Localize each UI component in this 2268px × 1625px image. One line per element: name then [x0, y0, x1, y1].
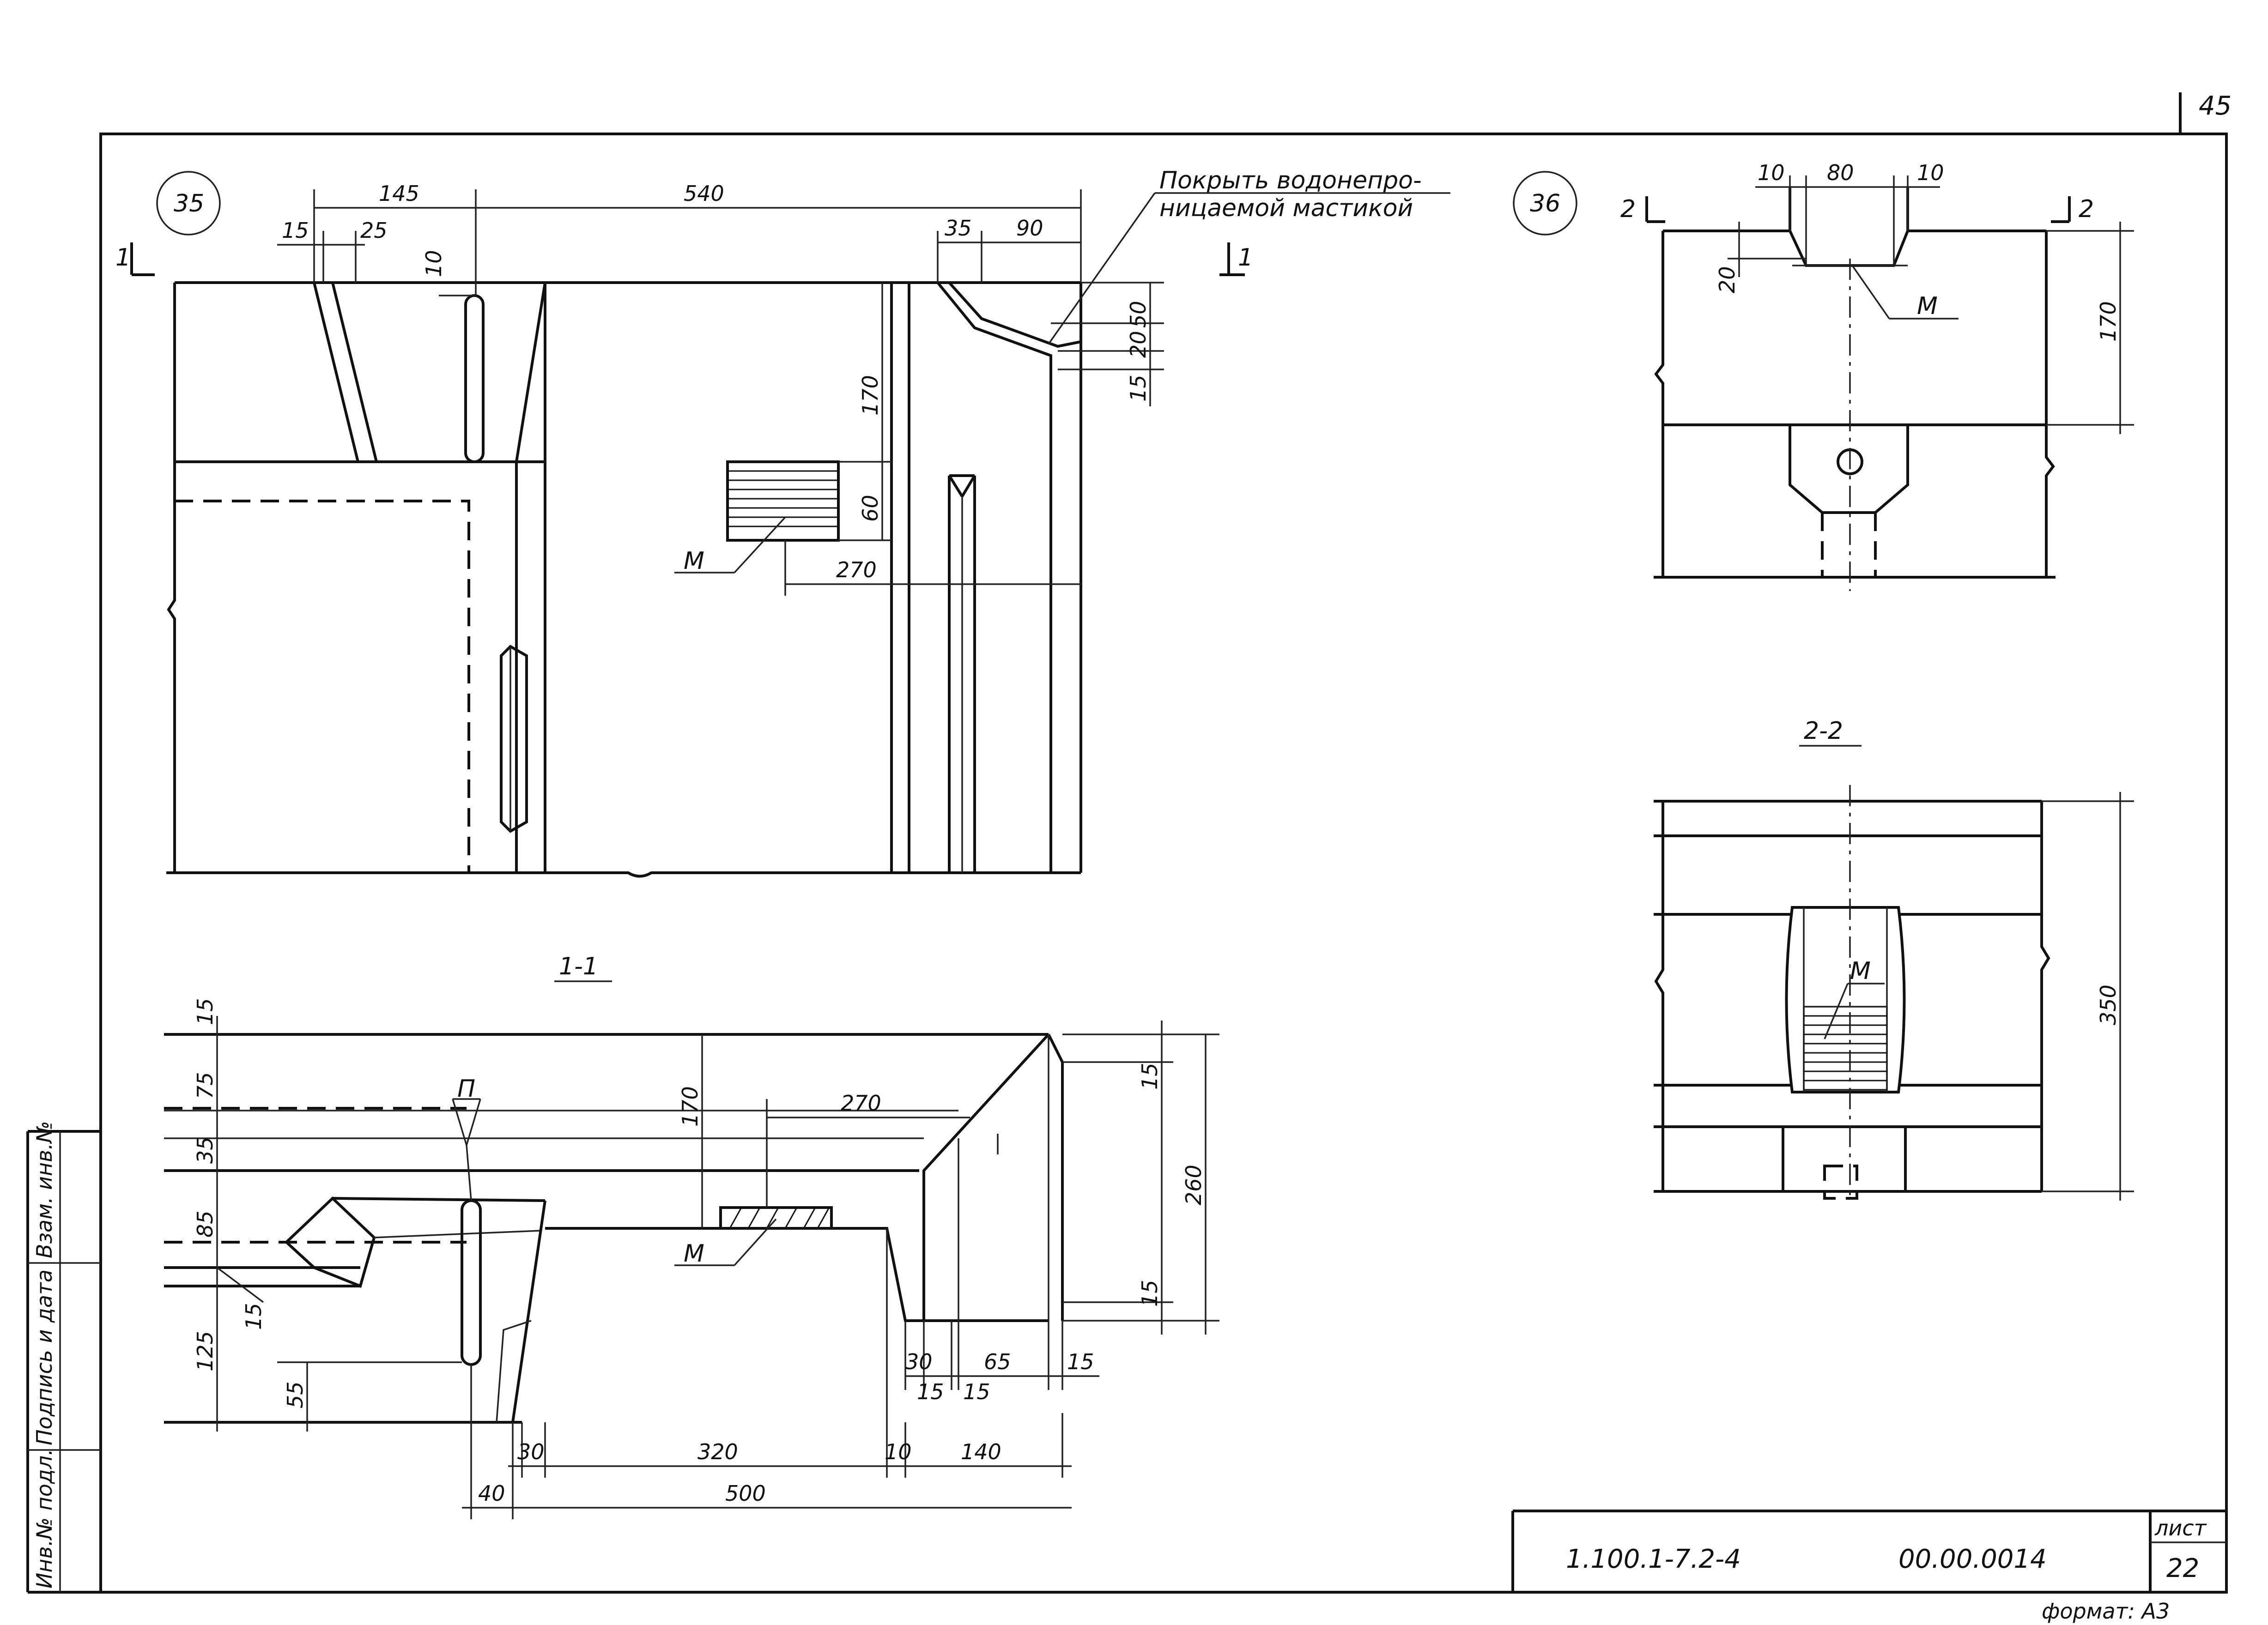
mark-m-section11: М: [684, 1240, 704, 1268]
section-1-1-view: 1-1 П: [164, 953, 1219, 1519]
node-35-view: 35 1 1: [115, 167, 1450, 878]
dim-35: 35: [945, 216, 972, 241]
dim-11-55: 55: [283, 1381, 308, 1408]
dim-11-15-g: 15: [1067, 1349, 1094, 1374]
node-36-circle: [1513, 171, 1577, 236]
section-2-2-title: 2-2: [1804, 717, 1843, 745]
dim-36-20: 20: [1715, 266, 1740, 293]
dim-20-a: 20: [1126, 331, 1151, 358]
dim-22-350: 350: [2096, 985, 2121, 1025]
dim-10-a: 10: [421, 250, 446, 277]
section-2-2-view: 2-2: [1654, 717, 2134, 1201]
dim-15-a: 15: [282, 218, 309, 243]
mark-m-node35: М: [684, 547, 704, 575]
stamp-replaces-inv: Взам. инв.№: [32, 1121, 57, 1258]
cut-2-right-label: 2: [2079, 195, 2094, 223]
mark-m-node36: М: [1917, 292, 1938, 320]
doc-code: 1.100.1-7.2-4: [1566, 1544, 1741, 1574]
dim-11-15-d: 15: [1137, 1280, 1162, 1307]
mark-m-section22: М: [1850, 957, 1871, 985]
dim-145: 145: [379, 181, 419, 206]
dim-11-15-c: 15: [1137, 1063, 1162, 1090]
waterproof-note-line2: ницаемой мастикой: [1159, 194, 1413, 222]
dim-11-35: 35: [193, 1136, 218, 1164]
dim-11-260: 260: [1181, 1165, 1206, 1205]
sheet-label: лист: [2154, 1516, 2207, 1540]
dim-50: 50: [1126, 301, 1151, 328]
dim-11-320: 320: [697, 1439, 738, 1464]
dim-11-500: 500: [725, 1481, 766, 1506]
dim-36-10-a: 10: [1758, 160, 1785, 185]
page-number: 45: [2199, 91, 2232, 121]
cut-2-left-label: 2: [1620, 195, 1636, 223]
node-35-label: 35: [174, 190, 204, 217]
cut-1-left-label: 1: [115, 244, 131, 272]
mark-m-hatch-section22: [1803, 983, 1888, 1091]
sheet-frame: [26, 92, 2228, 1594]
node-36-view: 36 2 2 М 10 80 10: [1513, 160, 2134, 591]
node-35-circle: [156, 171, 221, 236]
dim-15-b: 15: [1126, 375, 1151, 402]
mark-p: П: [457, 1075, 475, 1103]
dim-11-30-b: 30: [517, 1439, 545, 1464]
dim-11-270: 270: [841, 1091, 881, 1116]
cut-1-right-label: 1: [1238, 244, 1253, 272]
dim-60: 60: [858, 495, 883, 522]
dim-11-125: 125: [193, 1331, 218, 1371]
dim-25: 25: [360, 218, 388, 243]
sheet-value: 22: [2166, 1553, 2199, 1583]
sheet-format-label: формат: А3: [2042, 1599, 2170, 1624]
waterproof-note-line1: Покрыть водонепро-: [1159, 167, 1422, 194]
dim-11-15-e: 15: [917, 1379, 944, 1404]
dim-170-a: 170: [858, 375, 883, 416]
dim-11-40: 40: [478, 1481, 505, 1506]
dim-36-10-b: 10: [1917, 160, 1944, 185]
section-1-1-title: 1-1: [559, 953, 598, 980]
dim-11-10: 10: [885, 1439, 912, 1464]
drawing-number: 00.00.0014: [1898, 1544, 2047, 1574]
dim-11-30-a: 30: [905, 1349, 933, 1374]
dim-540: 540: [684, 181, 724, 206]
dim-11-75: 75: [193, 1072, 218, 1099]
dim-11-65: 65: [984, 1349, 1011, 1374]
mark-m-hatch-section11: [674, 1206, 833, 1266]
dim-11-15-b: 15: [241, 1303, 266, 1330]
dim-11-85: 85: [193, 1210, 218, 1238]
mark-m-hatch-node35: [674, 460, 840, 574]
dim-11-15-f: 15: [963, 1379, 990, 1404]
dim-11-15-a: 15: [193, 998, 218, 1025]
dim-36-80: 80: [1827, 160, 1854, 185]
dim-11-140: 140: [961, 1439, 1001, 1464]
dim-90: 90: [1016, 216, 1043, 241]
dim-11-170: 170: [678, 1086, 703, 1127]
dim-270-a: 270: [836, 557, 877, 582]
stamp-sign-date: Подпись и дата: [32, 1269, 57, 1445]
dim-36-170: 170: [2096, 301, 2121, 342]
node-36-label: 36: [1530, 190, 1560, 217]
stamp-inv-original: Инв.№ подл.: [32, 1449, 57, 1589]
